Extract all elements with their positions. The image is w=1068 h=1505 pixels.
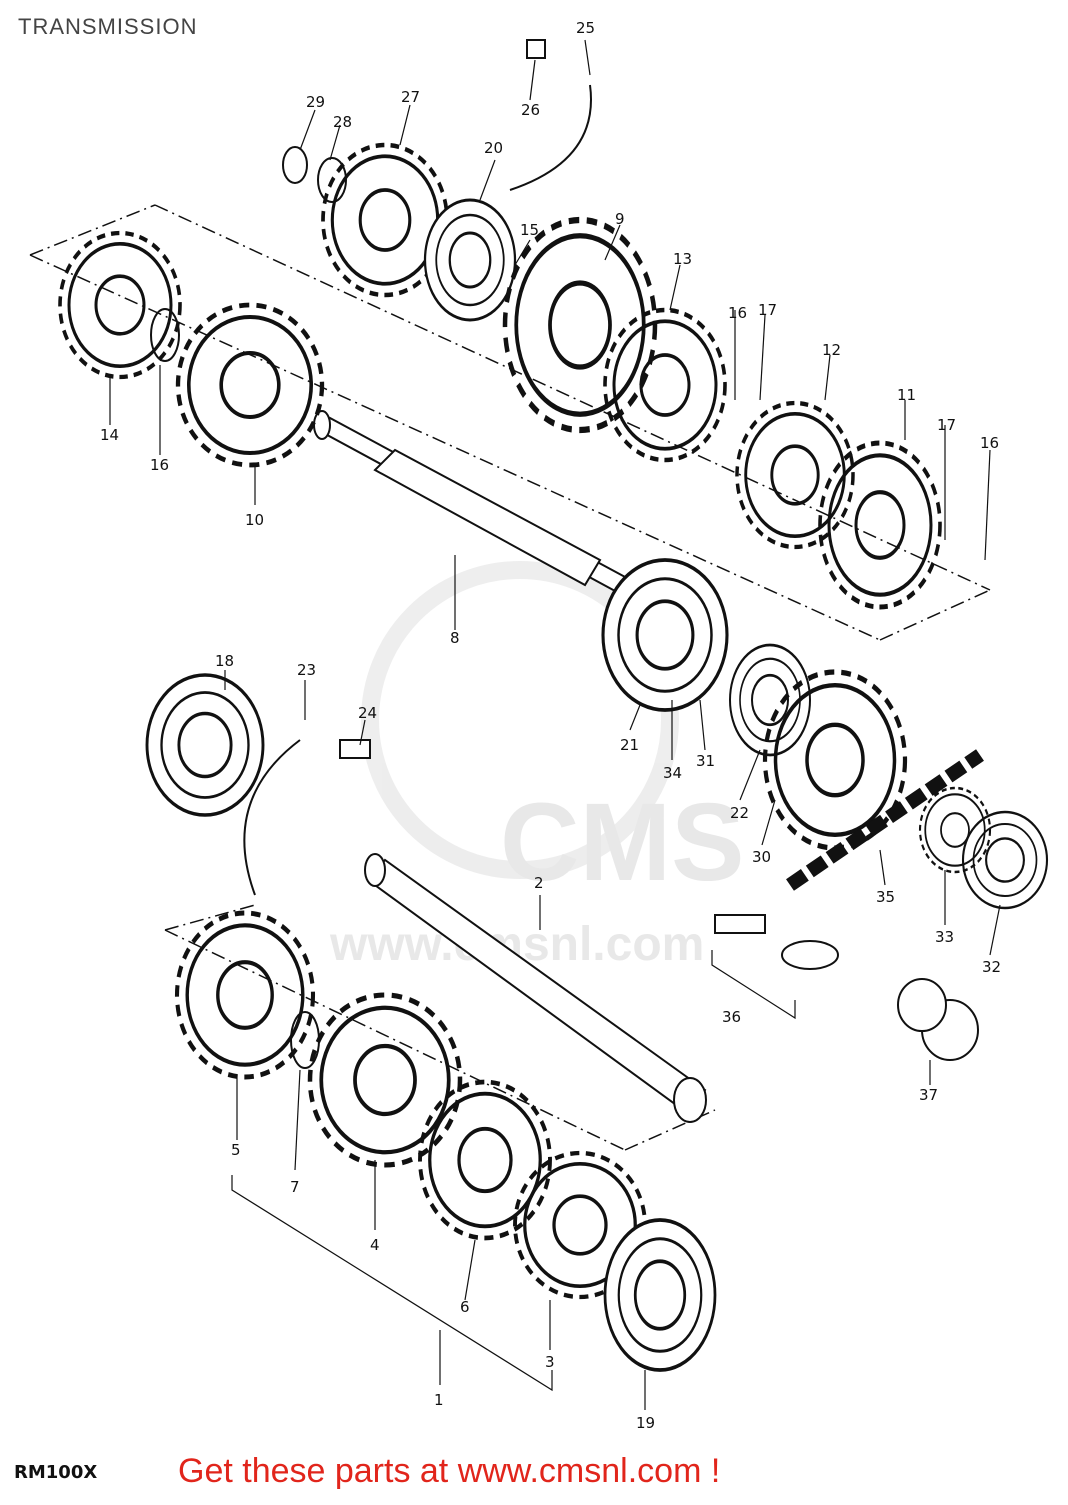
callout-labels: 1 2 3 4 5 6 7 8 9 10 11 12 13 14 15 16 1…	[100, 19, 1001, 1432]
callout-35: 35	[876, 888, 895, 906]
callout-5: 5	[231, 1141, 241, 1159]
callout-7: 7	[290, 1178, 300, 1196]
circlip-16-left	[150, 308, 180, 362]
callout-14: 14	[100, 426, 119, 444]
callout-34: 34	[663, 764, 682, 782]
callout-26: 26	[521, 101, 540, 119]
callout-19: 19	[636, 1414, 655, 1432]
watermark-brand: CMS	[500, 781, 744, 904]
upper-group-frame	[29, 204, 991, 641]
callout-16-right: 16	[980, 434, 999, 452]
callout-28: 28	[333, 113, 352, 131]
bushing-37	[897, 978, 979, 1061]
callout-29: 29	[306, 93, 325, 111]
page-title: TRANSMISSION	[18, 14, 198, 39]
callout-33: 33	[935, 928, 954, 946]
callout-22: 22	[730, 804, 749, 822]
bearing-18	[145, 673, 265, 817]
leaders	[109, 39, 1001, 1410]
callout-4: 4	[370, 1236, 380, 1254]
callout-10: 10	[245, 511, 264, 529]
bearing-20	[423, 198, 517, 322]
callout-25: 25	[576, 19, 595, 37]
callout-17-right: 17	[937, 416, 956, 434]
circlip-28	[317, 157, 347, 203]
callout-9: 9	[615, 210, 625, 228]
callout-1: 1	[434, 1391, 444, 1409]
gear-12	[737, 403, 853, 547]
callout-20: 20	[484, 139, 503, 157]
bearing-21	[601, 558, 729, 712]
gear-9	[505, 220, 655, 430]
plate-23	[243, 739, 301, 896]
model-label: RM100X	[14, 1462, 98, 1483]
callout-17: 17	[758, 301, 777, 319]
callout-36: 36	[722, 1008, 741, 1026]
callout-16-upper: 16	[728, 304, 747, 322]
callout-12: 12	[822, 341, 841, 359]
gear-13	[605, 310, 725, 460]
callout-3: 3	[545, 1353, 555, 1371]
chain-joint-36	[714, 914, 839, 970]
chain	[786, 749, 984, 891]
callout-23: 23	[297, 661, 316, 679]
callout-27: 27	[401, 88, 420, 106]
callout-31: 31	[696, 752, 715, 770]
bearing-19	[603, 1218, 717, 1372]
callout-37: 37	[919, 1086, 938, 1104]
bolt-26	[526, 39, 546, 59]
callout-13: 13	[673, 250, 692, 268]
callout-15: 15	[520, 221, 539, 239]
callout-24: 24	[358, 704, 377, 722]
nut-32	[961, 810, 1049, 910]
gear-6	[420, 1082, 550, 1238]
callout-8: 8	[450, 629, 460, 647]
get-parts-link[interactable]: Get these parts at www.cmsnl.com !	[178, 1452, 721, 1490]
bolt-24	[339, 739, 371, 759]
callout-18: 18	[215, 652, 234, 670]
callout-16: 16	[150, 456, 169, 474]
callout-30: 30	[752, 848, 771, 866]
callout-11: 11	[897, 386, 916, 404]
driveshaft	[364, 853, 707, 1123]
plate-25	[509, 84, 592, 191]
gear-10	[178, 305, 322, 465]
callout-21: 21	[620, 736, 639, 754]
washer-29	[282, 146, 308, 184]
callout-2: 2	[534, 874, 544, 892]
callout-6: 6	[460, 1298, 470, 1316]
callout-32: 32	[982, 958, 1001, 976]
circlip-7	[290, 1011, 320, 1069]
gear-4	[310, 995, 460, 1165]
gear-14	[60, 233, 180, 377]
